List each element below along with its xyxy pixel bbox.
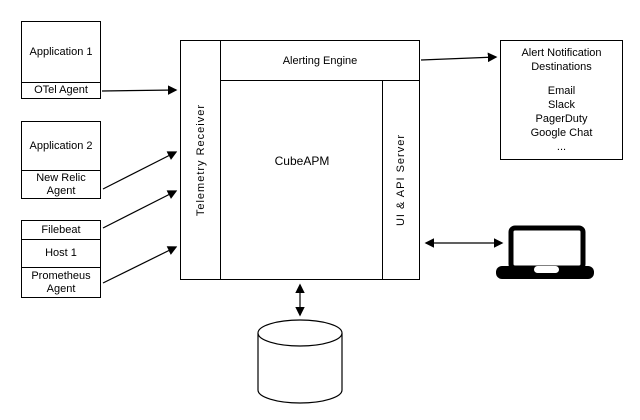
alert-destinations-title: Alert Notification Destinations [521,47,602,73]
filebeat-label: Filebeat [41,223,81,236]
ui-api-server-column: UI & API Server [382,81,419,279]
ui-api-server-label: UI & API Server [395,133,407,227]
cubeapm-label: CubeAPM [274,154,330,168]
otel-agent-label: OTel Agent [22,82,100,98]
arrow-filebeat-to-receiver [102,190,178,229]
alert-channel-slack: Slack [548,99,575,111]
cubeapm-core-box: Telemetry Receiver Alerting Engine UI & … [180,40,420,280]
alert-channel-google-chat: Google Chat [530,127,593,139]
alert-channel-pagerduty: PagerDuty [535,113,588,125]
prometheus-agent-label: Prometheus Agent [22,267,100,297]
application-2-label: Application 2 [29,139,93,152]
alerting-engine-band: Alerting Engine [221,41,419,81]
application-1-box: Application 1 OTel Agent [21,21,101,99]
alert-channel-email: Email [547,85,576,97]
arrow-prometheus-to-receiver [102,246,178,284]
new-relic-agent-label: New Relic Agent [22,170,100,198]
host-1-label: Host 1 [22,239,100,267]
arrow-newrelic-to-receiver [102,151,178,190]
telemetry-receiver-column: Telemetry Receiver [181,41,221,279]
alert-destinations-box: Alert Notification Destinations Email Sl… [500,40,623,160]
arrow-otel-to-receiver [101,85,178,95]
block-storage-label: Block Storage [265,357,335,369]
telemetry-receiver-label: Telemetry Receiver [194,103,207,217]
alert-channel-more: ... [556,141,567,153]
alert-channel-list: Email Slack PagerDuty Google Chat ... [501,84,622,154]
host-1-box: Filebeat Host 1 Prometheus Agent [21,220,101,298]
alerting-engine-label: Alerting Engine [282,54,358,67]
application-1-label: Application 1 [29,45,93,58]
arrow-alerting-to-destinations [420,52,498,63]
application-2-box: Application 2 New Relic Agent [21,121,101,199]
laptop-icon [496,225,594,279]
